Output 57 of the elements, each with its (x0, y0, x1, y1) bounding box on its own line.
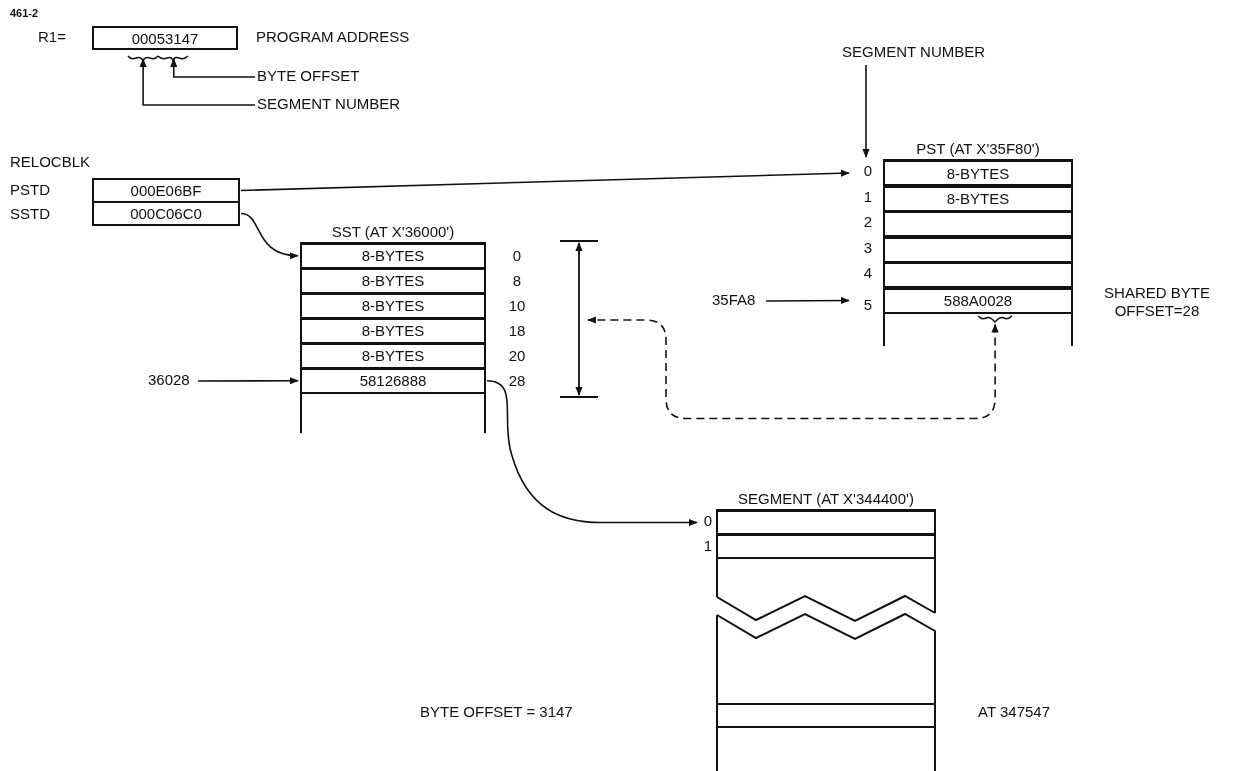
table-title: SEGMENT (AT X'344400') (737, 490, 915, 508)
memory-cell (883, 262, 1073, 288)
note-text: BYTE OFFSET = 3147 (420, 703, 573, 721)
side-label: 10 (507, 297, 527, 315)
arrow (587, 316, 999, 420)
side-label: 3 (862, 238, 872, 257)
memory-cell (883, 236, 1073, 263)
side-label: SSTD (10, 205, 51, 223)
memory-cell: 8-BYTES (883, 160, 1073, 186)
arrow (240, 169, 850, 192)
side-label: PROGRAM ADDRESS (256, 28, 411, 46)
label-text: SEGMENT NUMBER (842, 43, 992, 63)
memory-cell: 8-BYTES (883, 185, 1073, 212)
memory-cell (883, 211, 1073, 237)
arrow (862, 64, 870, 158)
label-text: SEGMENT NUMBER (257, 95, 397, 115)
side-label: 1 (862, 187, 872, 206)
label-text: 35FA8 (712, 291, 760, 311)
memory-cell: 58126888 (300, 368, 486, 394)
memory-cell: 000E06BF (92, 178, 240, 203)
label-text: BYTE OFFSET (257, 67, 367, 87)
arrow (486, 379, 698, 527)
memory-cell: 8-BYTES (300, 343, 486, 369)
memory-cell: 8-BYTES (300, 243, 486, 269)
side-label: 2 (862, 213, 872, 231)
table-title: SST (AT X'36000') (330, 223, 456, 241)
label-text: 36028 (148, 371, 194, 391)
memory-cell: 588A0028 (883, 287, 1073, 314)
side-label: 28 (507, 372, 527, 390)
arrow (765, 296, 850, 305)
side-label: 8 (511, 272, 523, 290)
memory-cell: 8-BYTES (300, 293, 486, 319)
side-label: PSTD (10, 181, 51, 199)
memory-cell: 00053147 (92, 26, 238, 50)
side-label: SHARED BYTE OFFSET=28 (1103, 284, 1211, 320)
memory-cell (716, 703, 936, 728)
side-label: 0 (702, 512, 712, 530)
table-title: PST (AT X'35F80') (915, 140, 1041, 158)
side-label: R1= (38, 28, 67, 46)
note-text: AT 347547 (978, 703, 1050, 721)
memory-cell (716, 534, 936, 559)
arrow (170, 58, 256, 78)
side-label: 20 (507, 347, 527, 365)
side-label: 1 (702, 537, 712, 555)
figure-number: 461-2 (10, 6, 39, 21)
block-title: RELOCBLK (10, 153, 91, 171)
side-label: 18 (507, 322, 527, 340)
arrow (197, 377, 299, 385)
memory-cell: 8-BYTES (300, 318, 486, 344)
side-label: 5 (862, 296, 872, 314)
memory-cell: 000C06C0 (92, 201, 240, 226)
side-label: 0 (862, 162, 872, 180)
side-label: 0 (511, 247, 523, 265)
memory-cell (716, 510, 936, 535)
side-label: 4 (862, 264, 872, 282)
arrow (240, 212, 299, 259)
memory-cell: 8-BYTES (300, 268, 486, 294)
